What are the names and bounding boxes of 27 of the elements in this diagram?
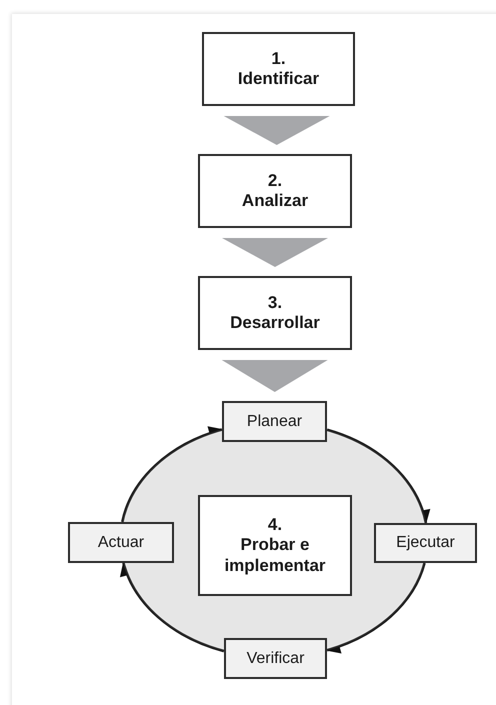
step-label: Verificar [246,648,304,668]
cycle-arrow [326,562,426,653]
step-number: 1. [271,48,286,69]
step-box [198,495,352,596]
step-number: 3. [268,292,282,313]
step-label: Probar e implementar [223,535,327,576]
cycle-arrow [327,428,430,524]
chevron-arrow [222,238,328,267]
phase-box [222,401,327,442]
phase-box [374,523,477,563]
step-box [198,276,352,350]
step-label: Analizar [242,191,308,212]
step-label: Identificar [238,69,320,90]
step-label: Ejecutar [396,533,455,553]
step-label: Actuar [98,532,144,552]
cycle-arrow [121,426,222,522]
step-number: 4. [268,514,282,536]
step-label: Planear [246,412,302,432]
step-label: Desarrollar [230,313,320,334]
step-number: 2. [268,170,282,191]
step-box [198,154,352,228]
chevron-arrow [222,360,328,392]
phase-box [224,638,327,679]
step-box [202,32,355,106]
chevron-arrow [224,116,330,145]
cycle-arrow [120,562,224,652]
phase-box [68,522,174,563]
